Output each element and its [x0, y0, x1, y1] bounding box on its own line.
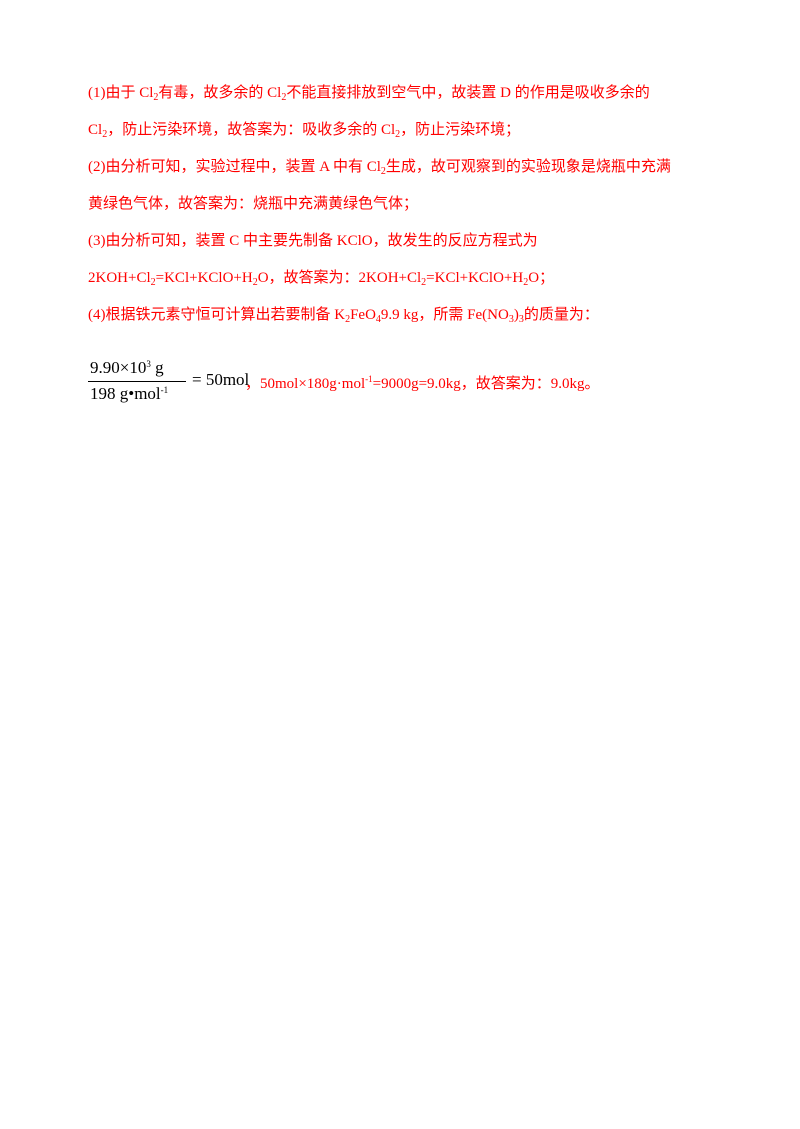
answer-text: (1)由于 Cl2有毒，故多余的 Cl2不能直接排放到空气中，故装置 D 的作用…: [88, 84, 718, 343]
fraction-numerator: 9.90×103 g: [90, 358, 164, 377]
text-line-3: (2)由分析可知，实验过程中，装置 A 中有 Cl2生成，故可观察到的实验现象是…: [88, 159, 671, 177]
fraction-bar: [88, 381, 186, 382]
text-line-1: (1)由于 Cl2有毒，故多余的 Cl2不能直接排放到空气中，故装置 D 的作用…: [88, 85, 650, 103]
text-line-4: 黄绿色气体，故答案为：烧瓶中充满黄绿色气体；: [88, 196, 419, 212]
mass-calculation: 9.90×103 g 198 g•mol-1 = 50mol ，50mol×18…: [88, 358, 728, 410]
calculation-result: ，50mol×180g·mol-1=9000g=9.0kg，故答案为：9.0kg…: [245, 374, 600, 393]
text-line-5: (3)由分析可知，装置 C 中主要先制备 KClO，故发生的反应方程式为: [88, 233, 538, 249]
text-line-6: 2KOH+Cl2=KCl+KClO+H2O，故答案为：2KOH+Cl2=KCl+…: [88, 270, 555, 288]
text-line-2: Cl2，防止污染环境，故答案为：吸收多余的 Cl2，防止污染环境；: [88, 122, 521, 140]
fraction-denominator: 198 g•mol-1: [90, 384, 169, 403]
text-line-7: (4)根据铁元素守恒可计算出若要制备 K2FeO49.9 kg，所需 Fe(NO…: [88, 307, 599, 325]
fraction-equals: = 50mol: [192, 370, 250, 389]
